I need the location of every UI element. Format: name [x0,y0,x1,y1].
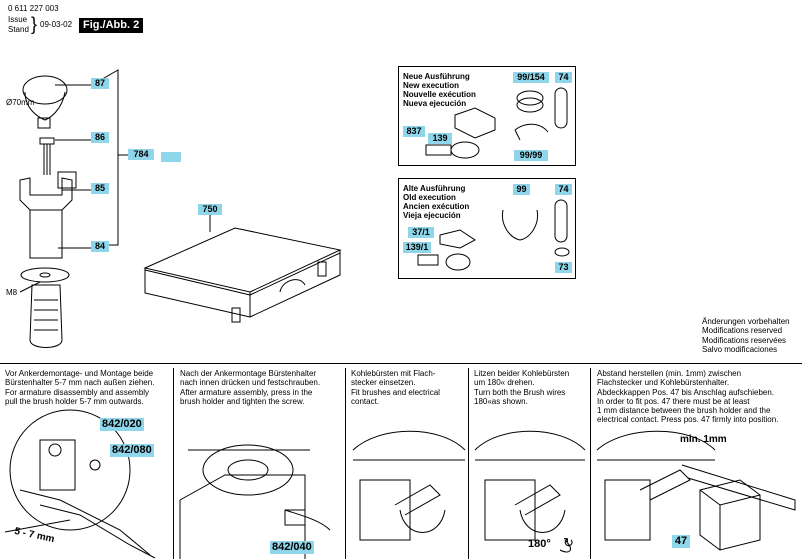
issue-date: 09-03-02 [40,20,73,29]
tag-750: 750 [198,204,222,215]
issue-label: Issue [8,15,28,24]
modifications-es: Salvo modificaciones [702,344,778,354]
step-5-line: Flachstecker und Kohlebürstenhalter. [597,378,730,388]
m8-label: M8 [6,288,18,297]
step-5-line: 1 mm distance between the brush holder a… [597,406,771,416]
old-execution-en: Old execution [403,193,456,202]
step-2-line: brush holder and tighten the screw. [180,396,305,406]
step-1-line: Bürstenhalter 5-7 mm nach außen ziehen. [5,378,155,388]
step-2-text: Nach der Ankermontage Bürstenhalter nach… [180,369,320,406]
tag-73: 73 [555,262,572,273]
step-2-line: Nach der Ankermontage Bürstenhalter [180,369,317,378]
tag-74-old: 74 [555,184,572,195]
step-4-line: Litzen beider Kohlebürsten [474,369,570,378]
tag-84: 84 [91,241,109,252]
step-5-text: Abstand herstellen (min. 1mm) zwischen F… [597,369,778,425]
tag-87: 87 [91,78,109,89]
modifications-de: Änderungen vorbehalten [702,317,790,326]
old-execution-fr: Ancien exécution [403,202,470,211]
modifications-fr: Modifications reservées [702,335,787,345]
modifications-en: Modifications reserved [702,326,783,336]
step-5-line: electrical contact. Press pos. 47 firmly… [597,415,779,425]
step-5-line: In order to fit pos. 47 there must be at… [597,396,750,406]
tag-74-new: 74 [555,72,572,83]
stand-label: Stand [8,25,29,34]
step-sep-4 [590,368,591,559]
modifications-note: Änderungen vorbehalten Modifications res… [702,317,790,354]
step-sep-2 [345,368,346,559]
step-5-line: Abstand herstellen (min. 1mm) zwischen [597,369,742,378]
step-1-text: Vor Ankerdemontage- und Montage beide Bü… [5,369,154,406]
step-sep-3 [468,368,469,559]
step-1-line: For armature disassembly and assembly [5,387,150,397]
doc-number: 0 611 227 003 [8,4,59,13]
tag-99: 99 [513,184,530,195]
tag-784: 784 [128,149,154,160]
tag-842-040: 842/040 [270,541,314,554]
brace: } [31,14,38,34]
tag-139-1: 139/1 [403,242,431,253]
step-4-line: 180«as shown. [474,396,528,406]
step-4-line: um 180« drehen. [474,378,535,388]
dim-70mm: Ø70mm [6,98,35,107]
rotate-arrow-icon: ↻ [563,535,574,550]
step-3-line: Fit brushes and electrical [351,387,440,397]
step-5-line: Abdeckkappen Pos. 47 bis Anschlag aufsch… [597,387,775,397]
tag-842-020: 842/020 [100,418,144,431]
tag-99-154: 99/154 [513,72,549,83]
step-4-text: Litzen beider Kohlebürsten um 180« drehe… [474,369,569,406]
step-2-line: nach innen drücken und festschrauben. [180,378,321,388]
step-3-text: Kohlebürsten mit Flach- stecker einsetze… [351,369,440,406]
tag-86: 86 [91,132,109,143]
tag-47: 47 [672,535,690,548]
step-1-line: Vor Ankerdemontage- und Montage beide [5,369,154,378]
old-execution-box [398,178,576,279]
new-execution-box [398,66,576,166]
step-3-line: contact. [351,396,380,406]
new-execution-de: Neue Ausführung [403,72,470,81]
rotation-180: 180° [528,538,551,550]
tag-139: 139 [428,133,452,144]
steps-divider [0,363,802,364]
new-execution-fr: Nouvelle exécution [403,90,476,99]
tag-37-1: 37/1 [408,227,434,238]
step-4-line: Turn both the Brush wires [474,387,566,397]
step-sep-1 [173,368,174,559]
tag-842-080: 842/080 [110,444,154,457]
tag-99-99: 99/99 [514,150,548,161]
step-3-line: stecker einsetzen. [351,378,416,388]
color-swatch [161,152,181,162]
tag-837: 837 [403,126,425,137]
old-execution-de: Alte Ausführung [403,184,466,193]
figure-label: Fig./Abb. 2 [79,18,144,33]
tag-85: 85 [91,183,109,194]
new-execution-es: Nueva ejecución [403,99,467,108]
old-execution-es: Vieja ejecución [403,211,461,220]
step-2-line: After armature assembly, press in the [180,387,313,397]
new-execution-en: New execution [403,81,460,90]
min-1mm-label: min. 1mm [680,434,727,445]
step-1-line: pull the brush holder 5-7 mm outwards. [5,396,144,406]
step-3-line: Kohlebürsten mit Flach- [351,369,436,378]
